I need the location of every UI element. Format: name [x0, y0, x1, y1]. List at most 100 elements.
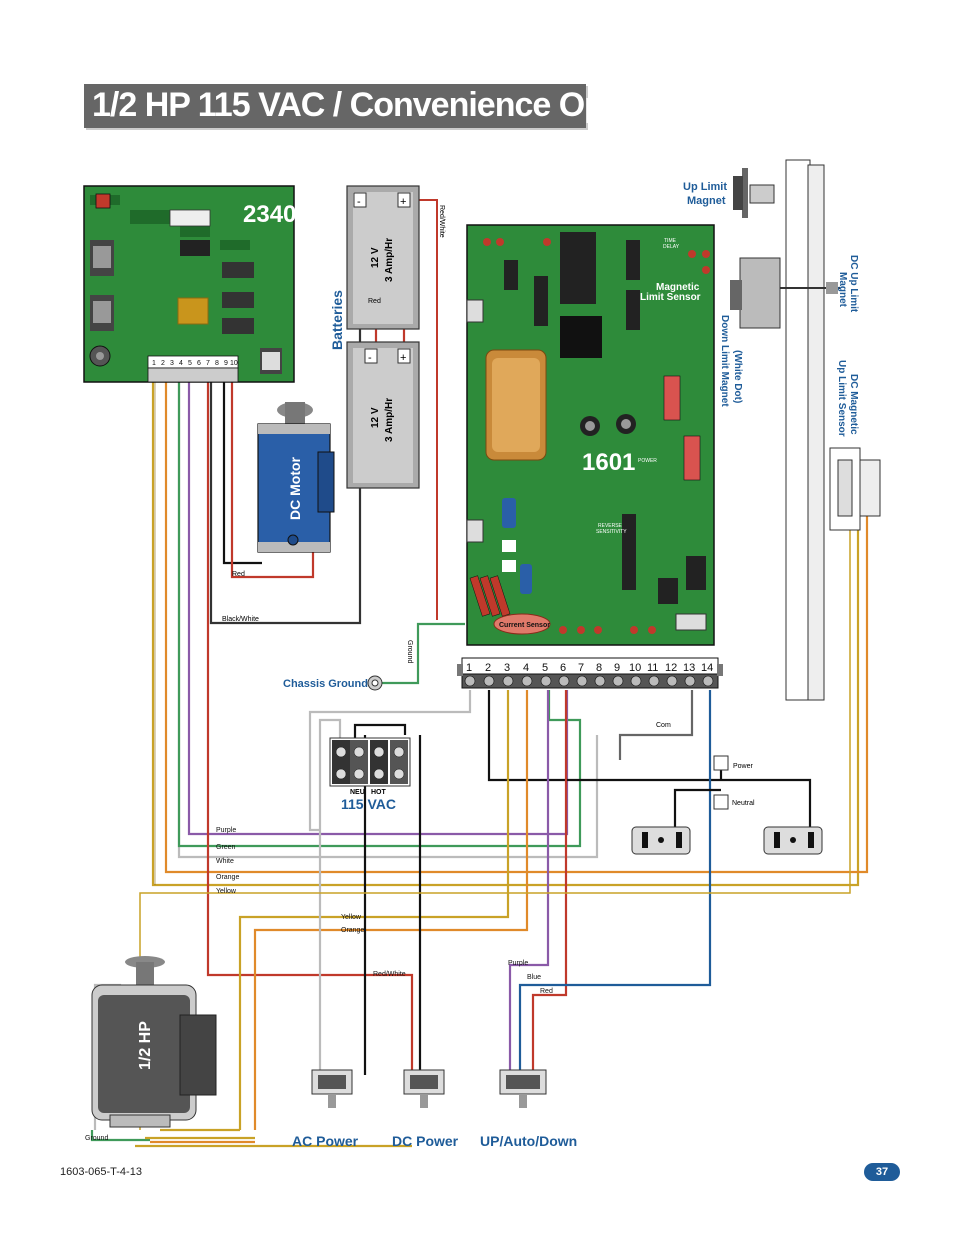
- batteries-label: Batteries: [329, 290, 345, 350]
- ac-motor: 1/2 HP: [91, 956, 217, 1128]
- wire-term5-purple: [508, 690, 550, 1075]
- wire-label-red-white-top: Red/White: [438, 205, 445, 238]
- main-term-9: 9: [614, 662, 620, 674]
- dc-up-limit-1: DC Up Limit: [848, 255, 859, 313]
- battery2-minus: -: [368, 352, 372, 364]
- wire-term14-blue: [518, 690, 712, 1075]
- switch-dc-power: DC Power: [392, 1133, 459, 1149]
- current-sensor-label: Current Sensor: [499, 622, 550, 629]
- board-1601: Current Sensor 1601 TIME DELAY POWER REV…: [466, 224, 715, 646]
- up-limit-magnet-1: Up Limit: [683, 181, 727, 193]
- chassis-ground: Chassis Ground Ground: [283, 640, 413, 691]
- main-term-6: 6: [560, 662, 566, 674]
- wire-label-green: Green: [216, 844, 236, 851]
- small-term-7: 7: [206, 360, 210, 367]
- wire-label-neutral: Neutral: [732, 800, 755, 807]
- main-term-3: 3: [504, 662, 510, 674]
- wire-ac-neu: [353, 723, 407, 745]
- dc-up-limit-2: Magnet: [837, 272, 848, 308]
- wire-label-red-motor: Red: [232, 571, 245, 578]
- wire-label-ground-bottom: Ground: [85, 1135, 108, 1142]
- wire-motor-red: [230, 375, 315, 579]
- ac-supply-block: NEU HOT 115 VAC: [329, 737, 411, 812]
- page-title: 1/2 HP 115 VAC / Convenience Open: [92, 86, 643, 124]
- dc-motor: DC Motor Red Black/White: [222, 402, 335, 623]
- title-banner: 1/2 HP 115 VAC / Convenience Open: [84, 84, 643, 128]
- battery1-label-2: 3 Amp/Hr: [384, 238, 395, 282]
- main-term-1: 1: [466, 662, 472, 674]
- main-term-4: 4: [523, 662, 529, 674]
- small-term-5: 5: [188, 360, 192, 367]
- dc-motor-label: DC Motor: [287, 456, 303, 520]
- main-term-10: 10: [629, 662, 641, 674]
- main-term-14: 14: [701, 662, 713, 674]
- wire-label-red-white2: Red/White: [373, 971, 406, 978]
- wire-term1: [308, 690, 472, 832]
- small-term-10: 10: [230, 360, 238, 367]
- wire-label-blue: Blue: [527, 974, 541, 981]
- reverse-2: SENSITIVITY: [596, 529, 627, 535]
- small-term-8: 8: [215, 360, 219, 367]
- switch-up-auto-down: UP/Auto/Down: [480, 1133, 577, 1149]
- wire-orange-main: [164, 375, 869, 874]
- wire-label-black-white: Black/White: [222, 616, 259, 623]
- main-term-2: 2: [485, 662, 491, 674]
- battery2-plus: +: [400, 352, 406, 364]
- magnetic-limit-1: Magnetic: [656, 282, 700, 293]
- main-term-8: 8: [596, 662, 602, 674]
- wire-labels: Purple Green White Orange Yellow Yellow …: [85, 827, 553, 1142]
- main-term-13: 13: [683, 662, 695, 674]
- switch-ac-power: AC Power: [292, 1133, 359, 1149]
- wire-label-red2: Red: [540, 988, 553, 995]
- small-term-1: 1: [152, 360, 156, 367]
- main-term-12: 12: [665, 662, 677, 674]
- magnetic-limit-2: Limit Sensor: [640, 292, 701, 303]
- wire-label-power: Power: [733, 763, 754, 770]
- wire-term3-yellow: [238, 690, 510, 1130]
- battery2-label-1: 12 V: [370, 407, 381, 428]
- battery2-label-2: 3 Amp/Hr: [384, 398, 395, 442]
- board-2340-label: 2340: [243, 201, 296, 228]
- small-term-2: 2: [161, 360, 165, 367]
- page-number-badge: 37: [864, 1163, 900, 1181]
- dc-magnetic-1: DC Magnetic: [848, 374, 859, 435]
- document-code: 1603-065-T-4-13: [60, 1166, 142, 1178]
- board-1601-label: 1601: [582, 449, 635, 476]
- battery1-label-1: 12 V: [370, 247, 381, 268]
- wire-label-yellow: Yellow: [216, 888, 237, 895]
- down-limit-2: (White Dot): [732, 350, 743, 403]
- dc-magnetic-2: Up Limit Sensor: [836, 360, 847, 437]
- main-terminal-strip: 1 2 3 4 5 6 7 8 9 10 11 12 13 14: [457, 657, 723, 689]
- wire-label-com: Com: [656, 722, 671, 729]
- wire-label-orange2: Orange: [341, 927, 364, 934]
- ac-supply-label: 115 VAC: [341, 796, 396, 812]
- wire-term6-red: [531, 690, 568, 1075]
- small-term-9: 9: [224, 360, 228, 367]
- power-small-label: POWER: [638, 458, 657, 464]
- wire-label-purple: Purple: [216, 827, 236, 834]
- wire-red-white: [206, 375, 414, 1075]
- wire-ground: [378, 622, 465, 685]
- reverse-1: REVERSE: [598, 523, 623, 529]
- battery1-plus: +: [400, 196, 406, 208]
- wire-label-white: White: [216, 858, 234, 865]
- wire-term13-com: [618, 690, 694, 760]
- main-term-5: 5: [542, 662, 548, 674]
- battery1-minus: -: [357, 196, 361, 208]
- outlets: Power Neutral Com: [631, 722, 823, 855]
- main-term-11: 11: [647, 662, 658, 674]
- wire-term2-black: [487, 690, 812, 830]
- small-term-4: 4: [179, 360, 183, 367]
- down-limit-1: Down Limit Magnet: [719, 315, 730, 407]
- time-delay-2: DELAY: [663, 244, 680, 250]
- main-term-7: 7: [578, 662, 584, 674]
- switches: AC Power DC Power UP/Auto/Down: [292, 1069, 577, 1149]
- ac-neu-label: NEU: [350, 789, 365, 796]
- ac-hot-label: HOT: [371, 789, 387, 796]
- wire-yellow-main: [151, 375, 860, 887]
- wire-label-red-batt: Red: [368, 298, 381, 305]
- wire-label-purple2: Purple: [508, 960, 528, 967]
- wire-term4-orange: [253, 690, 529, 1130]
- wire-ac-white: [318, 718, 342, 1075]
